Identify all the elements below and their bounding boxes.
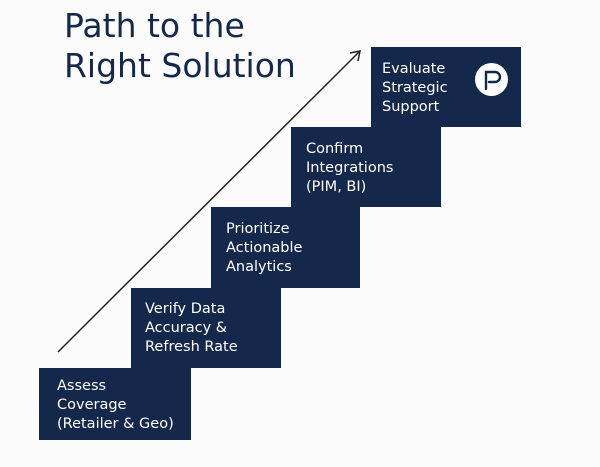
step-text: Verify Data	[145, 301, 226, 317]
step-text: (PIM, BI)	[306, 179, 367, 195]
p-logo-icon	[475, 63, 508, 96]
step-text: Analytics	[226, 259, 292, 275]
step-3: Prioritize Actionable Analytics	[211, 207, 360, 288]
step-5: Evaluate Strategic Support	[371, 47, 521, 127]
step-text: Strategic	[382, 80, 448, 96]
step-text: Actionable	[226, 240, 303, 256]
title-line-1: Path to the	[64, 6, 245, 45]
step-2: Verify Data Accuracy & Refresh Rate	[131, 288, 281, 368]
step-text: Support	[382, 99, 440, 115]
step-text: Prioritize	[226, 221, 290, 237]
step-text: (Retailer & Geo)	[57, 416, 174, 432]
step-text: Refresh Rate	[145, 339, 238, 355]
step-text: Coverage	[57, 397, 127, 413]
step-4: Confirm Integrations (PIM, BI)	[291, 127, 441, 207]
title-line-2: Right Solution	[64, 46, 296, 85]
step-text: Accuracy &	[145, 320, 228, 336]
step-1: Assess Coverage (Retailer & Geo)	[39, 368, 191, 440]
step-text: Assess	[57, 378, 107, 394]
step-text: Evaluate	[382, 61, 446, 77]
step-text: Integrations	[306, 160, 394, 176]
page-title: Path to the Right Solution	[64, 6, 296, 86]
step-text: Confirm	[306, 141, 364, 157]
